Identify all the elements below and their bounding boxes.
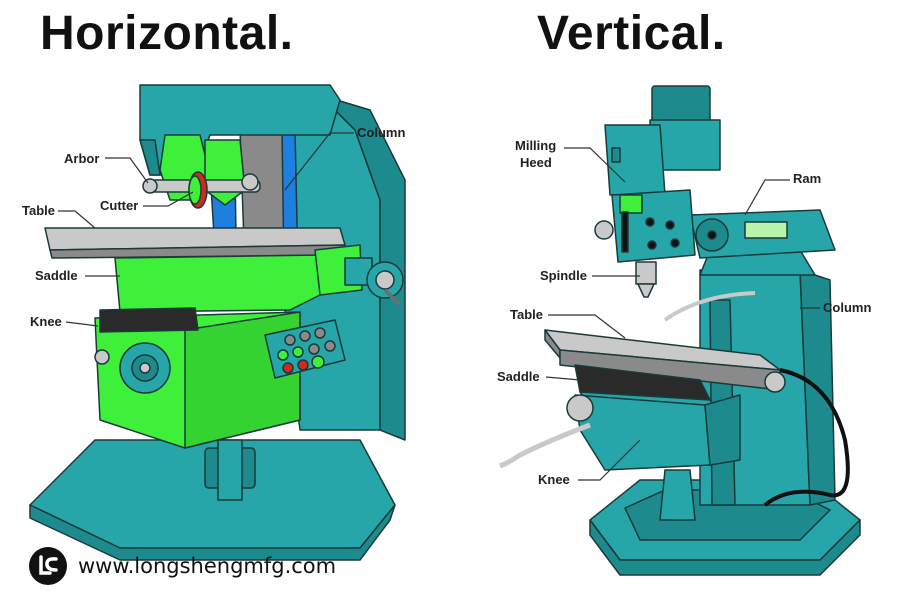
horizontal-machine [29, 84, 406, 561]
v-knee [574, 394, 711, 471]
label-spindle: Spindle [540, 268, 587, 283]
label-milling-head-line2: Heed [520, 155, 552, 170]
label-v-saddle: Saddle [497, 369, 540, 384]
label-ram: Ram [793, 171, 821, 186]
vertical-machine [499, 85, 861, 576]
horizontal-title: Horizontal. [40, 7, 294, 60]
label-v-knee: Knee [538, 472, 570, 487]
label-arbor: Arbor [64, 151, 99, 166]
label-h-saddle: Saddle [35, 268, 78, 283]
label-h-knee: Knee [30, 314, 62, 329]
label-v-table: Table [510, 307, 543, 322]
brand-logo-icon [29, 547, 67, 585]
footer: www.longshengmfg.com [28, 546, 336, 586]
label-milling-head-line1: Milling [515, 138, 556, 153]
footer-url[interactable]: www.longshengmfg.com [78, 554, 337, 578]
vertical-labels: Milling Heed Ram Spindle Table Saddle Kn… [497, 138, 871, 487]
horizontal-labels: Arbor Cutter Table Saddle Knee Column [22, 125, 405, 329]
h-saddle [114, 254, 331, 313]
vertical-title: Vertical. [537, 7, 726, 60]
label-h-column: Column [357, 125, 405, 140]
v-spindle [635, 261, 657, 285]
label-h-table: Table [22, 203, 55, 218]
label-cutter: Cutter [100, 198, 138, 213]
label-v-column: Column [823, 300, 871, 315]
